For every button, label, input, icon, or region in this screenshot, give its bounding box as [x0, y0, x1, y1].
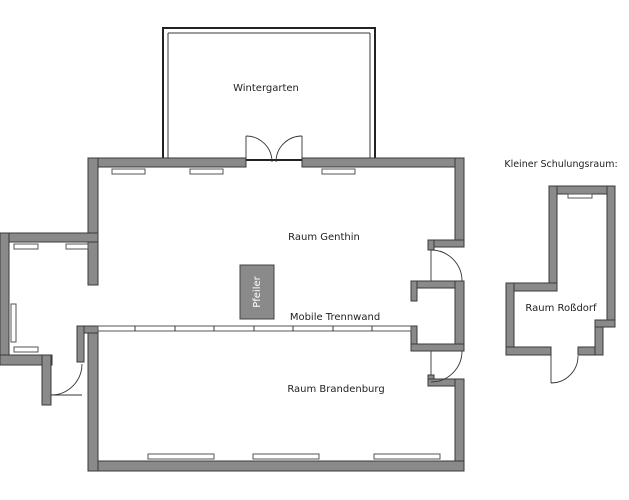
room-label-rossdorf: Raum Roßdorf [525, 303, 597, 314]
door-rossdorf [550, 355, 579, 384]
mobile-partition-label: Mobile Trennwand [290, 312, 380, 323]
window [189, 168, 224, 175]
window [10, 303, 17, 343]
window [252, 453, 320, 460]
room-label-brandenburg: Raum Brandenburg [287, 384, 384, 395]
door-genthin-right [430, 249, 463, 282]
windows [10, 168, 593, 460]
double-door [245, 135, 303, 163]
pillar-label: Pfeiler [252, 275, 263, 307]
room-label-genthin: Raum Genthin [288, 232, 360, 243]
door-brandenburg-right [430, 350, 463, 383]
window [567, 193, 593, 199]
small-room-title: Kleiner Schulungsraum: [504, 159, 617, 170]
window [321, 168, 356, 175]
door-annex [50, 363, 83, 396]
window [65, 243, 89, 250]
pillar [239, 264, 275, 320]
window [147, 453, 215, 460]
doors [50, 135, 579, 396]
window [111, 168, 146, 175]
window [13, 346, 39, 353]
window [13, 243, 39, 250]
mobile-partition [97, 325, 412, 332]
annex-walls [0, 232, 99, 406]
main-walls [76, 157, 465, 472]
rossdorf-walls [505, 185, 616, 356]
window [373, 453, 441, 460]
wintergarten-outline [162, 27, 376, 161]
room-label-wintergarten: Wintergarten [233, 83, 299, 94]
